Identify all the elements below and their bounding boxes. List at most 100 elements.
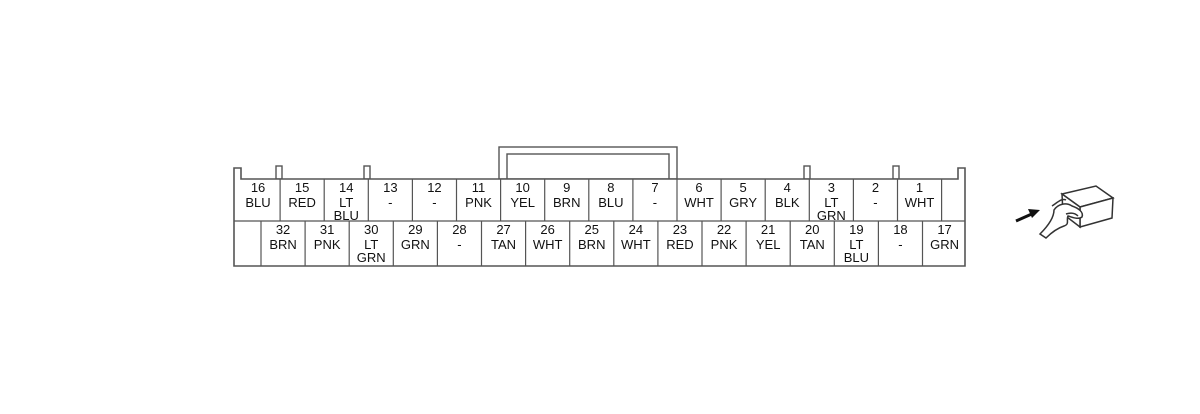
wire-color-label: - bbox=[432, 195, 436, 210]
pin-number: 22 bbox=[717, 222, 731, 237]
pin-number: 20 bbox=[805, 222, 819, 237]
connector-housing bbox=[233, 146, 966, 267]
pin-number: 6 bbox=[695, 180, 702, 195]
pin-number: 30 bbox=[364, 222, 378, 237]
pin-number: 4 bbox=[784, 180, 791, 195]
pin-number: 9 bbox=[563, 180, 570, 195]
wire-color-label: TAN bbox=[491, 237, 516, 252]
wire-color-label: BLU bbox=[844, 250, 869, 265]
pin-number: 2 bbox=[872, 180, 879, 195]
wire-color-label: WHT bbox=[684, 195, 714, 210]
pin-number: 26 bbox=[540, 222, 554, 237]
latch-left-center bbox=[363, 165, 371, 180]
wire-color-label: - bbox=[388, 195, 392, 210]
wire-color-label: BLU bbox=[598, 195, 623, 210]
wire-color-label: - bbox=[898, 237, 902, 252]
pin-number: 23 bbox=[673, 222, 687, 237]
wire-color-label: PNK bbox=[314, 237, 341, 252]
wire-color-label: PNK bbox=[465, 195, 492, 210]
wire-color-label: GRY bbox=[729, 195, 757, 210]
wire-color-label: PNK bbox=[711, 237, 738, 252]
wire-color-label: LT bbox=[364, 237, 378, 252]
pin-number: 16 bbox=[251, 180, 265, 195]
wire-color-label: LT bbox=[339, 195, 353, 210]
pin-number: 7 bbox=[651, 180, 658, 195]
pin-number: 1 bbox=[916, 180, 923, 195]
pin-number: 11 bbox=[472, 180, 486, 195]
pin-cell-2: 2- bbox=[872, 180, 879, 210]
pin-number: 3 bbox=[828, 180, 835, 195]
pin-number: 27 bbox=[496, 222, 510, 237]
wire-color-label: YEL bbox=[756, 237, 781, 252]
wire-color-label: GRN bbox=[357, 250, 386, 265]
pin-cell-12: 12- bbox=[427, 180, 441, 210]
pin-number: 31 bbox=[320, 222, 334, 237]
wire-color-label: WHT bbox=[621, 237, 651, 252]
wire-color-label: RED bbox=[666, 237, 693, 252]
wire-color-label: TAN bbox=[800, 237, 825, 252]
wire-color-label: GRN bbox=[930, 237, 959, 252]
wire-color-label: RED bbox=[288, 195, 315, 210]
wire-color-label: BLU bbox=[334, 208, 359, 223]
pin-number: 19 bbox=[849, 222, 863, 237]
pin-number: 5 bbox=[740, 180, 747, 195]
pin-number: 8 bbox=[607, 180, 614, 195]
pin-cell-13: 13- bbox=[383, 180, 397, 210]
wire-color-label: BRN bbox=[553, 195, 580, 210]
hand-on-connector-icon bbox=[1038, 185, 1115, 239]
top-row-dividers bbox=[279, 179, 943, 221]
pin-number: 21 bbox=[761, 222, 775, 237]
wire-color-label: BRN bbox=[269, 237, 296, 252]
arrow-right-icon bbox=[1015, 209, 1040, 223]
pin-number: 28 bbox=[452, 222, 466, 237]
pin-cell-7: 7- bbox=[651, 180, 658, 210]
pin-number: 10 bbox=[515, 180, 529, 195]
wire-color-label: GRN bbox=[401, 237, 430, 252]
pin-cell-28: 28- bbox=[452, 222, 466, 252]
top-row-pins: 16BLU15RED14LTBLU13-12-11PNK10YEL9BRN8BL… bbox=[245, 180, 934, 223]
wire-color-label: LT bbox=[849, 237, 863, 252]
wire-color-label: BRN bbox=[578, 237, 605, 252]
bottom-row-dividers bbox=[260, 221, 924, 266]
pin-number: 24 bbox=[629, 222, 643, 237]
wire-color-label: WHT bbox=[905, 195, 935, 210]
wire-color-label: WHT bbox=[533, 237, 563, 252]
latch-right-center bbox=[803, 165, 811, 180]
wire-color-label: LT bbox=[824, 195, 838, 210]
pin-number: 14 bbox=[339, 180, 353, 195]
wire-color-label: - bbox=[457, 237, 461, 252]
wire-color-label: GRN bbox=[817, 208, 846, 223]
pin-number: 13 bbox=[383, 180, 397, 195]
wire-color-label: BLU bbox=[245, 195, 270, 210]
bottom-row-pins: 32BRN31PNK30LTGRN29GRN28-27TAN26WHT25BRN… bbox=[269, 222, 959, 265]
view-indicator bbox=[1015, 185, 1115, 239]
wire-color-label: BLK bbox=[775, 195, 800, 210]
pin-number: 29 bbox=[408, 222, 422, 237]
wire-color-label: - bbox=[653, 195, 657, 210]
pin-number: 25 bbox=[585, 222, 599, 237]
wire-color-label: YEL bbox=[510, 195, 535, 210]
